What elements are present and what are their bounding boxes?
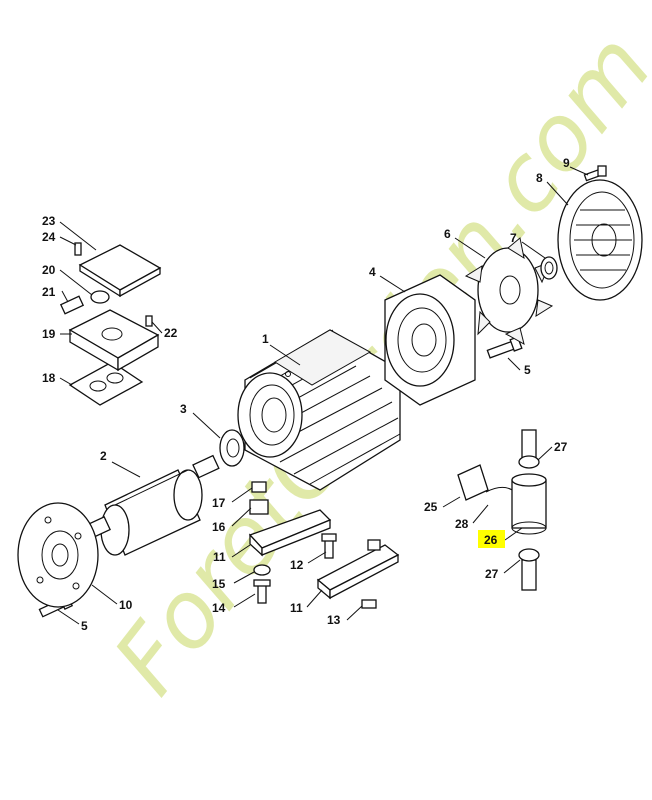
callout-label: 25 xyxy=(424,500,438,514)
callout-label: 11 xyxy=(290,601,303,615)
callout-label: 12 xyxy=(290,558,304,572)
terminal-block-part xyxy=(316,539,400,600)
callout-label: 28 xyxy=(455,517,469,531)
callout-label: 5 xyxy=(524,363,531,377)
cable-part xyxy=(485,487,516,493)
callout-label: 1 xyxy=(262,332,269,346)
terminal-box-lid-part xyxy=(78,244,162,298)
fan-part xyxy=(464,237,554,345)
seal-ring-part xyxy=(90,290,110,304)
callout-label: 3 xyxy=(180,402,187,416)
callout-label: 4 xyxy=(369,265,376,279)
callout-label: 20 xyxy=(42,263,56,277)
end-shield-rear-part xyxy=(384,274,476,406)
seal-ring-part xyxy=(540,256,558,280)
callout-label: 2 xyxy=(100,449,107,463)
fastener-part xyxy=(253,579,271,604)
callout-labels: 1 2 3 4 5 5 6 7 8 9 10 11 11 12 13 14 15… xyxy=(42,156,570,633)
motor-housing-part xyxy=(237,329,401,491)
callout-label: 24 xyxy=(42,230,56,244)
bearing-part xyxy=(219,429,245,467)
callout-label: 11 xyxy=(213,550,226,564)
screw-part xyxy=(145,315,153,327)
terminal-box-part xyxy=(68,309,160,372)
callout-label: 23 xyxy=(42,214,56,228)
screw-part xyxy=(583,165,607,182)
clamp-part xyxy=(518,455,540,562)
rotor-part xyxy=(87,454,220,556)
callout-label: 6 xyxy=(444,227,451,241)
callout-label: 26 xyxy=(484,533,498,547)
callout-label: 7 xyxy=(510,231,517,245)
callout-label: 14 xyxy=(212,601,226,615)
callout-label: 16 xyxy=(212,520,226,534)
callout-label: 8 xyxy=(536,171,543,185)
callout-label: 13 xyxy=(327,613,341,627)
front-flange-part xyxy=(17,502,99,608)
callout-label: 27 xyxy=(485,567,499,581)
capacitor-part xyxy=(511,473,547,535)
callout-label: 17 xyxy=(212,496,226,510)
callout-label: 19 xyxy=(42,327,56,341)
fan-cover-part xyxy=(557,179,643,301)
callout-label: 9 xyxy=(563,156,570,170)
callout-highlight xyxy=(478,530,505,548)
nut-part xyxy=(251,481,267,493)
callout-label: 5 xyxy=(81,619,88,633)
callout-label: 18 xyxy=(42,371,56,385)
callout-label: 10 xyxy=(119,598,133,612)
callout-label: 21 xyxy=(42,285,56,299)
nut-part xyxy=(249,499,269,515)
washer-part xyxy=(253,564,271,576)
small-screw-part xyxy=(321,533,337,559)
leader-lines xyxy=(57,166,589,625)
gasket-part xyxy=(68,361,144,406)
screw-part xyxy=(74,242,82,256)
sleeve-part xyxy=(361,599,377,609)
mounting-plate-part xyxy=(457,464,489,501)
callout-label: 27 xyxy=(554,440,568,454)
terminal-block-part xyxy=(248,509,332,557)
plug-part xyxy=(59,295,85,315)
callout-label: 15 xyxy=(212,577,226,591)
callout-label: 22 xyxy=(164,326,178,340)
